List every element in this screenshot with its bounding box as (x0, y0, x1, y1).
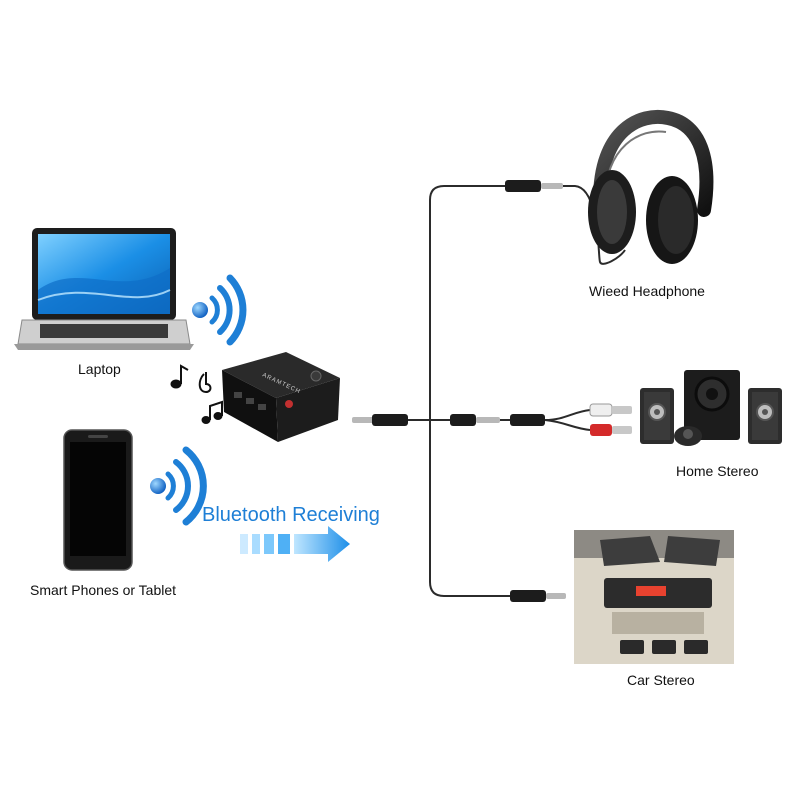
cable-network (408, 185, 626, 597)
plug-splitter (450, 414, 545, 426)
laptop-image (14, 228, 194, 350)
audio-plugs (352, 180, 632, 602)
bluetooth-wave-icon (192, 274, 247, 346)
headphone-cable (562, 185, 626, 265)
plug-car (510, 590, 566, 602)
phone-image (63, 429, 133, 571)
bluetooth-receiving-title: Bluetooth Receiving (202, 504, 380, 526)
plug-rca-white (589, 403, 632, 417)
headphone-label: Wieed Headphone (589, 283, 705, 299)
right-arrow-icon (240, 526, 350, 562)
rca-cable (544, 409, 591, 431)
car-stereo-image (574, 530, 734, 664)
home-stereo-image (640, 370, 782, 446)
music-note-icon (201, 400, 223, 424)
headphone-image (588, 110, 714, 264)
music-note-icon (170, 364, 189, 389)
plug-headphone (505, 180, 563, 192)
laptop-label: Laptop (78, 361, 121, 377)
plug-device (352, 414, 408, 426)
plug-rca-red (590, 424, 632, 436)
car-stereo-label: Car Stereo (627, 672, 695, 688)
home-stereo-label: Home Stereo (676, 463, 759, 479)
phone-label: Smart Phones or Tablet (30, 582, 177, 598)
trunk-cable-down (429, 420, 510, 597)
bluetooth-receiver-device: ARAMTECH (222, 352, 340, 442)
trunk-cable (429, 185, 505, 420)
bluetooth-wave-icon (150, 446, 207, 526)
music-note-icon (198, 372, 212, 394)
